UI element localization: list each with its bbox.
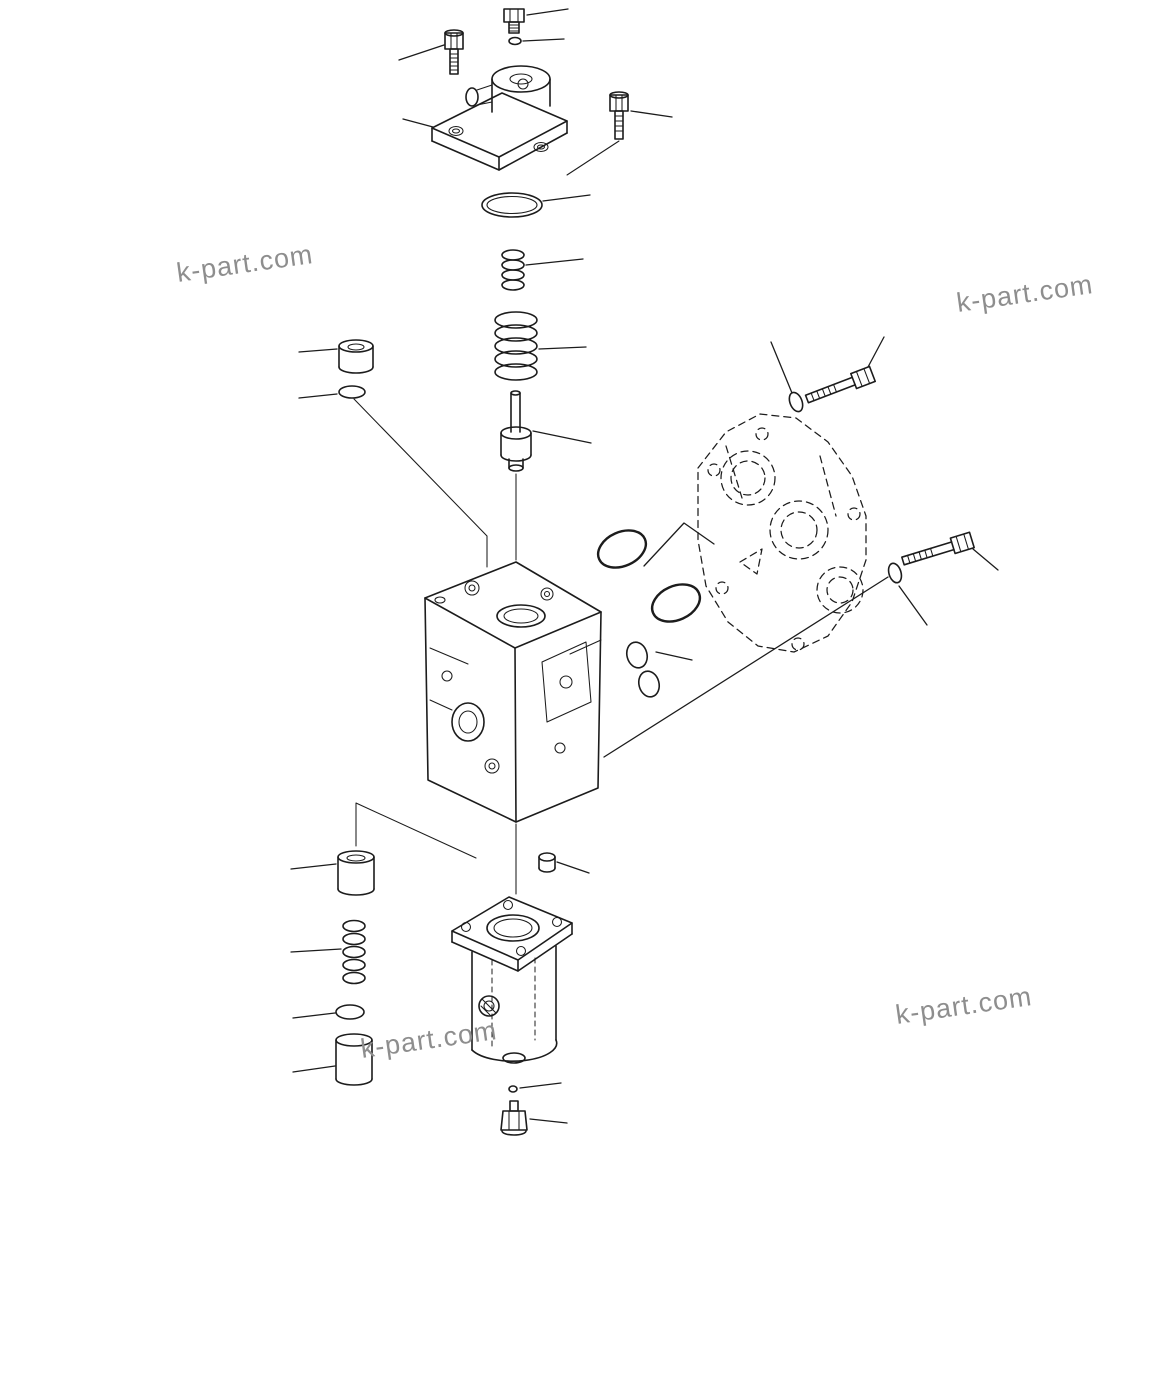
leader-line xyxy=(630,110,673,118)
washer-upper-right xyxy=(788,391,804,413)
leader-line xyxy=(522,38,565,42)
leader-line xyxy=(526,8,569,16)
washer-right xyxy=(887,562,903,584)
leader-line xyxy=(867,336,885,368)
watermark: k-part.com xyxy=(359,1015,499,1064)
rear-housing-outline xyxy=(697,413,867,653)
leader-line xyxy=(532,430,592,444)
assembly-axis-line xyxy=(355,802,477,859)
leader-line xyxy=(298,348,338,353)
washer-top xyxy=(508,36,522,46)
leader-line xyxy=(290,948,342,953)
leader-line xyxy=(603,576,889,758)
hex-bolt-upper-right xyxy=(609,91,629,140)
piston-lower-left xyxy=(335,1033,373,1086)
watermark: k-part.com xyxy=(175,239,315,288)
seal-pair-center xyxy=(625,641,661,698)
leader-line xyxy=(298,393,338,399)
o-ring-pair-center xyxy=(596,529,702,623)
spring-large xyxy=(494,311,538,381)
leader-line xyxy=(542,194,591,202)
leader-line xyxy=(556,861,590,874)
hex-bolt-top xyxy=(503,8,525,34)
leader-line xyxy=(402,118,434,128)
flange-bolt-upper-right xyxy=(804,365,877,404)
hex-bolt-upper-left xyxy=(444,29,464,75)
leader-line xyxy=(655,651,693,661)
spring-small xyxy=(501,249,525,291)
leader-line xyxy=(525,258,584,266)
leader-line xyxy=(292,1065,336,1073)
assembly-axis-line xyxy=(566,140,620,176)
solenoid-cover-assembly xyxy=(431,65,568,171)
leader-line xyxy=(290,863,337,870)
servo-case-assembly xyxy=(451,896,573,1064)
ball-bottom xyxy=(508,1085,518,1093)
leader-line xyxy=(643,522,715,567)
leader-line xyxy=(770,341,793,394)
o-ring-lower-left xyxy=(335,1004,365,1020)
flange-bolt-right xyxy=(901,531,975,566)
hex-bolt-bottom xyxy=(500,1100,528,1136)
leader-line xyxy=(538,346,587,350)
watermark: k-part.com xyxy=(894,981,1034,1030)
main-valve-body xyxy=(424,561,602,823)
leader-line xyxy=(972,548,999,571)
leader-line xyxy=(529,1118,568,1124)
leader-line xyxy=(519,1082,562,1089)
watermark: k-part.com xyxy=(955,269,1095,318)
spring-lower-left xyxy=(342,919,366,985)
plug-upper-left xyxy=(338,339,374,374)
plug-bottom-center xyxy=(538,852,556,873)
o-ring-large xyxy=(481,192,543,218)
assembly-axis-line xyxy=(353,398,488,568)
leader-line xyxy=(898,585,928,626)
plug-lower-left xyxy=(337,850,375,896)
o-ring-upper-left xyxy=(338,385,366,399)
leader-line xyxy=(398,44,445,61)
leader-line xyxy=(292,1012,336,1019)
valve-poppet xyxy=(500,390,532,472)
